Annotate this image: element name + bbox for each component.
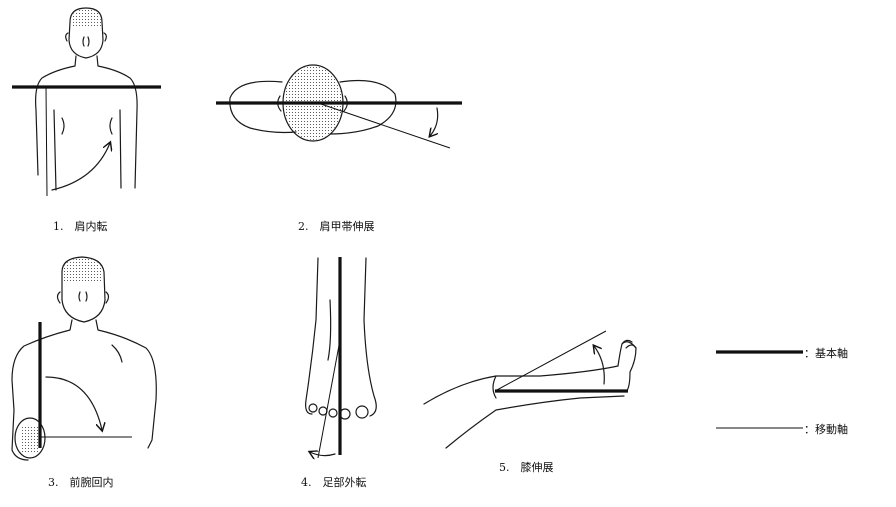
caption-foot-abduction: 4. 足部外転 [301,476,367,489]
figure-forearm-pronation [11,256,157,461]
caption-knee-extension: 5. 膝伸展 [499,461,554,474]
moving-axis-2 [317,102,451,149]
moving-axis-5 [494,330,607,392]
legend-moving-axis-label: ：移動軸 [804,423,848,436]
motion-arrow-3 [45,376,102,430]
caption-shoulder-girdle-extension: 2. 肩甲帯伸展 [298,220,375,233]
motion-arrow-5 [594,346,605,385]
figure-foot-abduction [305,257,377,459]
moving-axis-4 [317,339,341,459]
moving-axis-1 [45,86,48,197]
figure-knee-extension [423,330,637,449]
motion-arrow-1 [51,143,110,191]
figure-shoulder-adduction [12,7,161,197]
motion-arrow-4 [310,452,336,456]
legend-basic-axis-label: ：基本軸 [804,347,848,360]
caption-forearm-pronation: 3. 前腕回内 [48,476,114,489]
caption-shoulder-adduction: 1. 肩内転 [53,220,108,233]
figure-shoulder-girdle-extension [216,64,462,149]
motion-arrow-2 [430,107,438,136]
